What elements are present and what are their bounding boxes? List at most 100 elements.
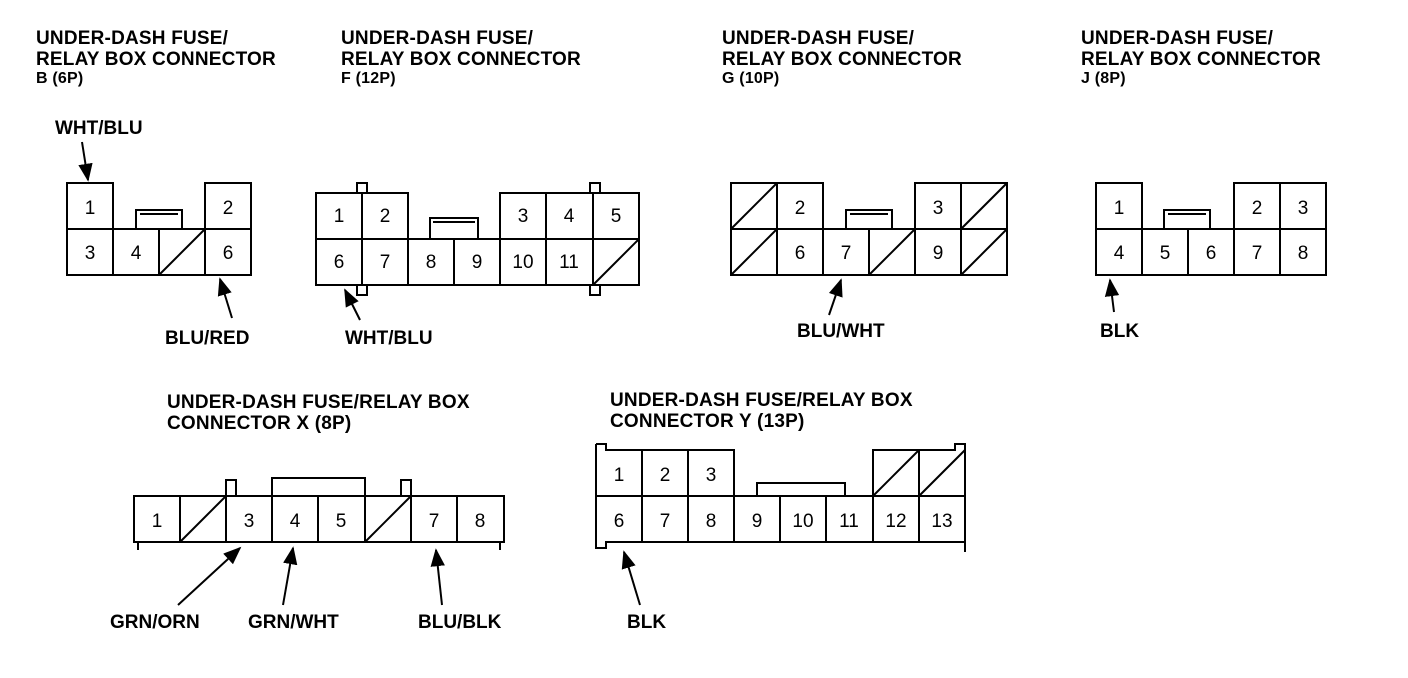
unused-cavity-mark bbox=[872, 449, 920, 497]
unused-cavity-mark bbox=[364, 495, 412, 543]
pin-label: 8 bbox=[1298, 243, 1309, 264]
pin-label: 8 bbox=[426, 252, 437, 273]
wire-label-y-6: BLK bbox=[627, 612, 667, 633]
title-line: F (12P) bbox=[341, 70, 396, 87]
pin-label: 6 bbox=[1206, 243, 1217, 264]
connector-j bbox=[1095, 182, 1327, 276]
pin-label: 3 bbox=[933, 198, 944, 219]
pin-label: 8 bbox=[706, 511, 717, 532]
wire-arrow bbox=[344, 288, 361, 321]
wire-arrow bbox=[828, 278, 843, 316]
unused-cavity-mark bbox=[868, 228, 916, 276]
wire-arrow bbox=[282, 546, 298, 606]
connector-g-title: UNDER-DASH FUSE/ RELAY BOX CONNECTOR G (… bbox=[722, 28, 962, 88]
unused-cavity-mark bbox=[179, 495, 227, 543]
pin-label: 7 bbox=[1252, 243, 1263, 264]
title-line: J (8P) bbox=[1081, 70, 1126, 87]
title-line: B (6P) bbox=[36, 70, 84, 87]
pin-label: 10 bbox=[792, 511, 813, 532]
wire-label-j-4: BLK bbox=[1100, 321, 1140, 342]
connector-x-title: UNDER-DASH FUSE/RELAY BOX CONNECTOR X (8… bbox=[167, 392, 470, 434]
title-line: G (10P) bbox=[722, 70, 780, 87]
title-line: CONNECTOR Y (13P) bbox=[610, 411, 805, 432]
pin-label: 1 bbox=[334, 206, 345, 227]
pin-label: 4 bbox=[290, 511, 301, 532]
pin-label: 13 bbox=[931, 511, 952, 532]
wire-arrow bbox=[217, 277, 233, 319]
pin-label: 3 bbox=[706, 465, 717, 486]
pin-label: 6 bbox=[614, 511, 625, 532]
pin-label: 3 bbox=[244, 511, 255, 532]
unused-cavity-mark bbox=[918, 449, 966, 497]
wire-arrow bbox=[1104, 278, 1120, 313]
wire-label-x-4: GRN/WHT bbox=[248, 612, 339, 633]
pin-label: 2 bbox=[795, 198, 806, 219]
wire-label-b-1: WHT/BLU bbox=[55, 118, 143, 139]
pin-label: 2 bbox=[660, 465, 671, 486]
connector-g bbox=[730, 182, 1008, 276]
title-line: UNDER-DASH FUSE/ bbox=[341, 28, 534, 49]
pin-label: 7 bbox=[380, 252, 391, 273]
pin-label: 9 bbox=[472, 252, 483, 273]
pin-label: 4 bbox=[1114, 243, 1125, 264]
pin-label: 5 bbox=[1160, 243, 1171, 264]
wire-label-x-7: BLU/BLK bbox=[418, 612, 502, 633]
title-line: UNDER-DASH FUSE/ bbox=[722, 28, 915, 49]
pin-label: 3 bbox=[85, 243, 96, 264]
connector-x bbox=[133, 477, 505, 550]
wire-arrow bbox=[78, 141, 93, 182]
wire-arrow bbox=[621, 550, 641, 606]
pin-label: 12 bbox=[885, 511, 906, 532]
wire-arrow bbox=[430, 548, 445, 606]
title-line: UNDER-DASH FUSE/RELAY BOX bbox=[167, 392, 470, 413]
pin-label: 3 bbox=[518, 206, 529, 227]
pin-label: 1 bbox=[85, 198, 96, 219]
wire-label-x-3: GRN/ORN bbox=[110, 612, 200, 633]
wire-arrow bbox=[177, 546, 242, 606]
title-line: RELAY BOX CONNECTOR bbox=[341, 49, 581, 70]
wire-label-g-7: BLU/WHT bbox=[797, 321, 885, 342]
pin-label: 1 bbox=[614, 465, 625, 486]
title-line: RELAY BOX CONNECTOR bbox=[722, 49, 962, 70]
unused-cavity-mark bbox=[730, 182, 778, 230]
connector-y bbox=[595, 443, 966, 552]
pin-label: 1 bbox=[1114, 198, 1125, 219]
pin-label: 4 bbox=[131, 243, 142, 264]
unused-cavity-mark bbox=[730, 228, 778, 276]
connector-y-title: UNDER-DASH FUSE/RELAY BOX CONNECTOR Y (1… bbox=[610, 390, 913, 432]
pin-label: 7 bbox=[660, 511, 671, 532]
pin-label: 10 bbox=[512, 252, 533, 273]
pin-label: 8 bbox=[475, 511, 486, 532]
pin-label: 2 bbox=[223, 198, 234, 219]
connector-f bbox=[315, 182, 640, 296]
pin-label: 2 bbox=[1252, 198, 1263, 219]
title-line: CONNECTOR X (8P) bbox=[167, 413, 352, 434]
pin-label: 11 bbox=[559, 252, 579, 273]
pin-label: 6 bbox=[223, 243, 234, 264]
title-line: UNDER-DASH FUSE/ bbox=[36, 28, 229, 49]
pin-label: 9 bbox=[752, 511, 763, 532]
unused-cavity-mark bbox=[960, 228, 1008, 276]
connector-f-title: UNDER-DASH FUSE/ RELAY BOX CONNECTOR F (… bbox=[341, 28, 581, 88]
pin-label: 6 bbox=[334, 252, 345, 273]
pin-label: 3 bbox=[1298, 198, 1309, 219]
pin-label: 6 bbox=[795, 243, 806, 264]
unused-cavity-mark bbox=[158, 228, 206, 276]
pin-label: 9 bbox=[933, 243, 944, 264]
pin-label: 1 bbox=[152, 511, 163, 532]
title-line: RELAY BOX CONNECTOR bbox=[36, 49, 276, 70]
pin-label: 11 bbox=[839, 511, 859, 532]
unused-cavity-mark bbox=[592, 238, 640, 286]
connector-b bbox=[66, 182, 252, 276]
pin-label: 2 bbox=[380, 206, 391, 227]
title-line: UNDER-DASH FUSE/RELAY BOX bbox=[610, 390, 913, 411]
pin-label: 4 bbox=[564, 206, 575, 227]
wire-label-f-6: WHT/BLU bbox=[345, 328, 433, 349]
connector-b-title: UNDER-DASH FUSE/ RELAY BOX CONNECTOR B (… bbox=[36, 28, 276, 88]
unused-cavity-mark bbox=[960, 182, 1008, 230]
wire-label-b-6: BLU/RED bbox=[165, 328, 250, 349]
pin-label: 7 bbox=[429, 511, 440, 532]
pin-label: 7 bbox=[841, 243, 852, 264]
pin-label: 5 bbox=[336, 511, 347, 532]
